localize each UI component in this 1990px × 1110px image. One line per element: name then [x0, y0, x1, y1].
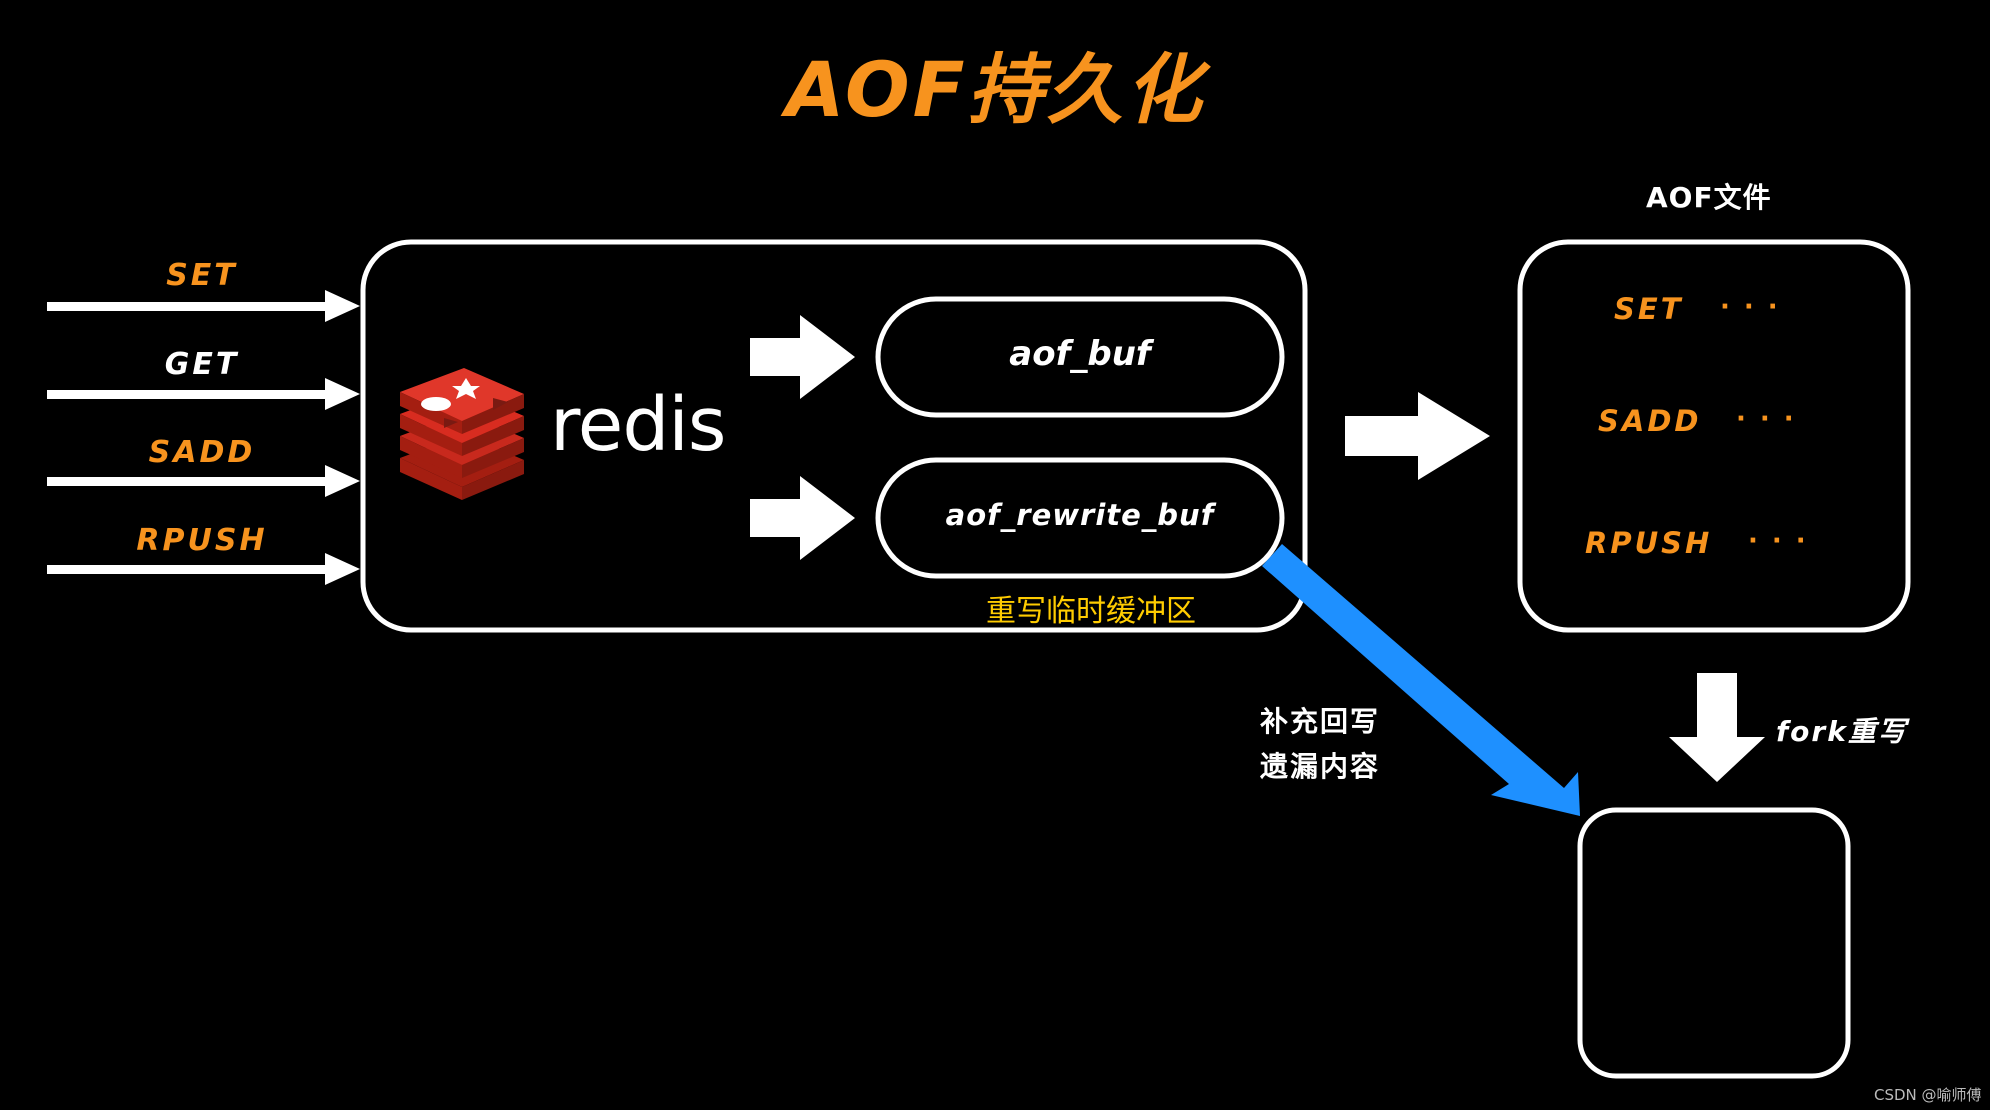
- redis-logo-icon: [400, 368, 524, 500]
- aof-file-title: AOF文件: [1646, 181, 1772, 214]
- aof-buf-box: [875, 296, 1285, 418]
- input-arrow-get: [47, 378, 360, 410]
- supplement-label-line2: 遗漏内容: [1260, 750, 1381, 783]
- aof-buf-label: aof_buf: [1009, 334, 1151, 374]
- aof-file-line-sadd: SADD: [1598, 404, 1702, 438]
- arrow-to-aof-buf: [750, 315, 855, 399]
- aof-file-line-rpush: RPUSH: [1585, 526, 1713, 560]
- aof-rewrite-buf-label: aof_rewrite_buf: [945, 498, 1215, 532]
- fork-rewrite-label: fork重写: [1776, 715, 1908, 748]
- aof-rewrite-buf-box: [875, 457, 1285, 579]
- diagram-title: AOF持久化: [785, 45, 1205, 134]
- input-label-rpush: RPUSH: [136, 523, 268, 558]
- new-aof-file-box: [1577, 807, 1851, 1079]
- aof-file-line-set: SET: [1614, 292, 1684, 326]
- aof-file-box: [1517, 239, 1911, 633]
- supplement-label-line1: 补充回写: [1260, 705, 1381, 738]
- input-label-sadd: SADD: [148, 435, 256, 470]
- csdn-watermark: CSDN @喻师傅: [1874, 1086, 1982, 1104]
- arrow-to-aof-rewrite-buf: [750, 476, 855, 560]
- aof-file-dots-sadd: ···: [1736, 404, 1808, 434]
- arrow-to-aof-file: [1345, 392, 1490, 480]
- redis-container: [360, 239, 1308, 633]
- fork-down-arrow: [1669, 673, 1765, 782]
- input-arrow-sadd: [47, 465, 360, 497]
- rewrite-buffer-note: 重写临时缓冲区: [986, 594, 1196, 629]
- aof-file-dots-set: ···: [1720, 292, 1792, 322]
- input-label-get: GET: [164, 347, 240, 382]
- input-arrow-rpush: [47, 553, 360, 585]
- redis-wordmark: redis: [550, 382, 726, 468]
- input-arrow-set: [47, 290, 360, 322]
- aof-file-dots-rpush: ···: [1748, 526, 1820, 556]
- input-label-set: SET: [166, 258, 238, 293]
- supplement-arrow: [1262, 544, 1580, 816]
